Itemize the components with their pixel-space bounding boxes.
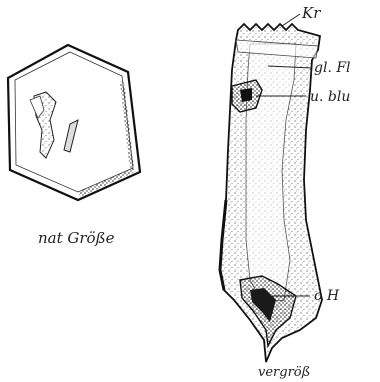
label-u-blu: u. blu	[310, 89, 350, 105]
label-vergross: vergröß	[258, 365, 310, 380]
label-gl-fl: gl. Fl	[314, 60, 351, 76]
hexagon-hatch	[120, 80, 134, 170]
enlarged-figure	[220, 14, 322, 362]
small-tooth	[64, 120, 78, 152]
upper-cavity-core	[240, 88, 252, 102]
label-kr: Kr	[301, 4, 321, 22]
natural-size-figure	[8, 45, 140, 200]
hexagon-hatch-bottom	[78, 168, 135, 197]
label-nat-grosse: nat Größe	[38, 229, 115, 247]
label-o-h: o H	[314, 288, 340, 304]
